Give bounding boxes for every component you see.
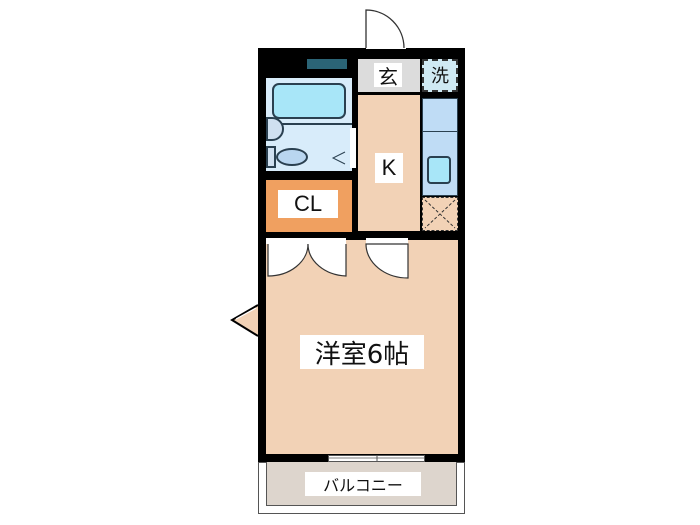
toilet-tank-icon — [266, 146, 276, 168]
western-room-label: 洋室6帖 — [300, 335, 424, 370]
balcony-label: バルコニー — [305, 472, 421, 496]
laundry-label: 洗 — [431, 66, 449, 87]
kitchen-sink-icon — [427, 156, 451, 184]
bathtub-icon — [272, 83, 346, 119]
closet-label: CL — [278, 190, 338, 218]
bath-divider — [266, 123, 352, 125]
sink-icon — [266, 117, 284, 141]
counter-divider — [422, 131, 458, 132]
window-bar — [307, 59, 347, 69]
kitchen-door-frame — [366, 238, 408, 244]
laundry-area — [422, 59, 458, 92]
bath-door-frame — [350, 128, 356, 168]
toilet-bowl-icon — [276, 148, 308, 166]
closet-door-frame — [266, 238, 346, 244]
entrance-label: 玄 — [374, 63, 402, 89]
kitchen-label: K — [375, 153, 403, 183]
